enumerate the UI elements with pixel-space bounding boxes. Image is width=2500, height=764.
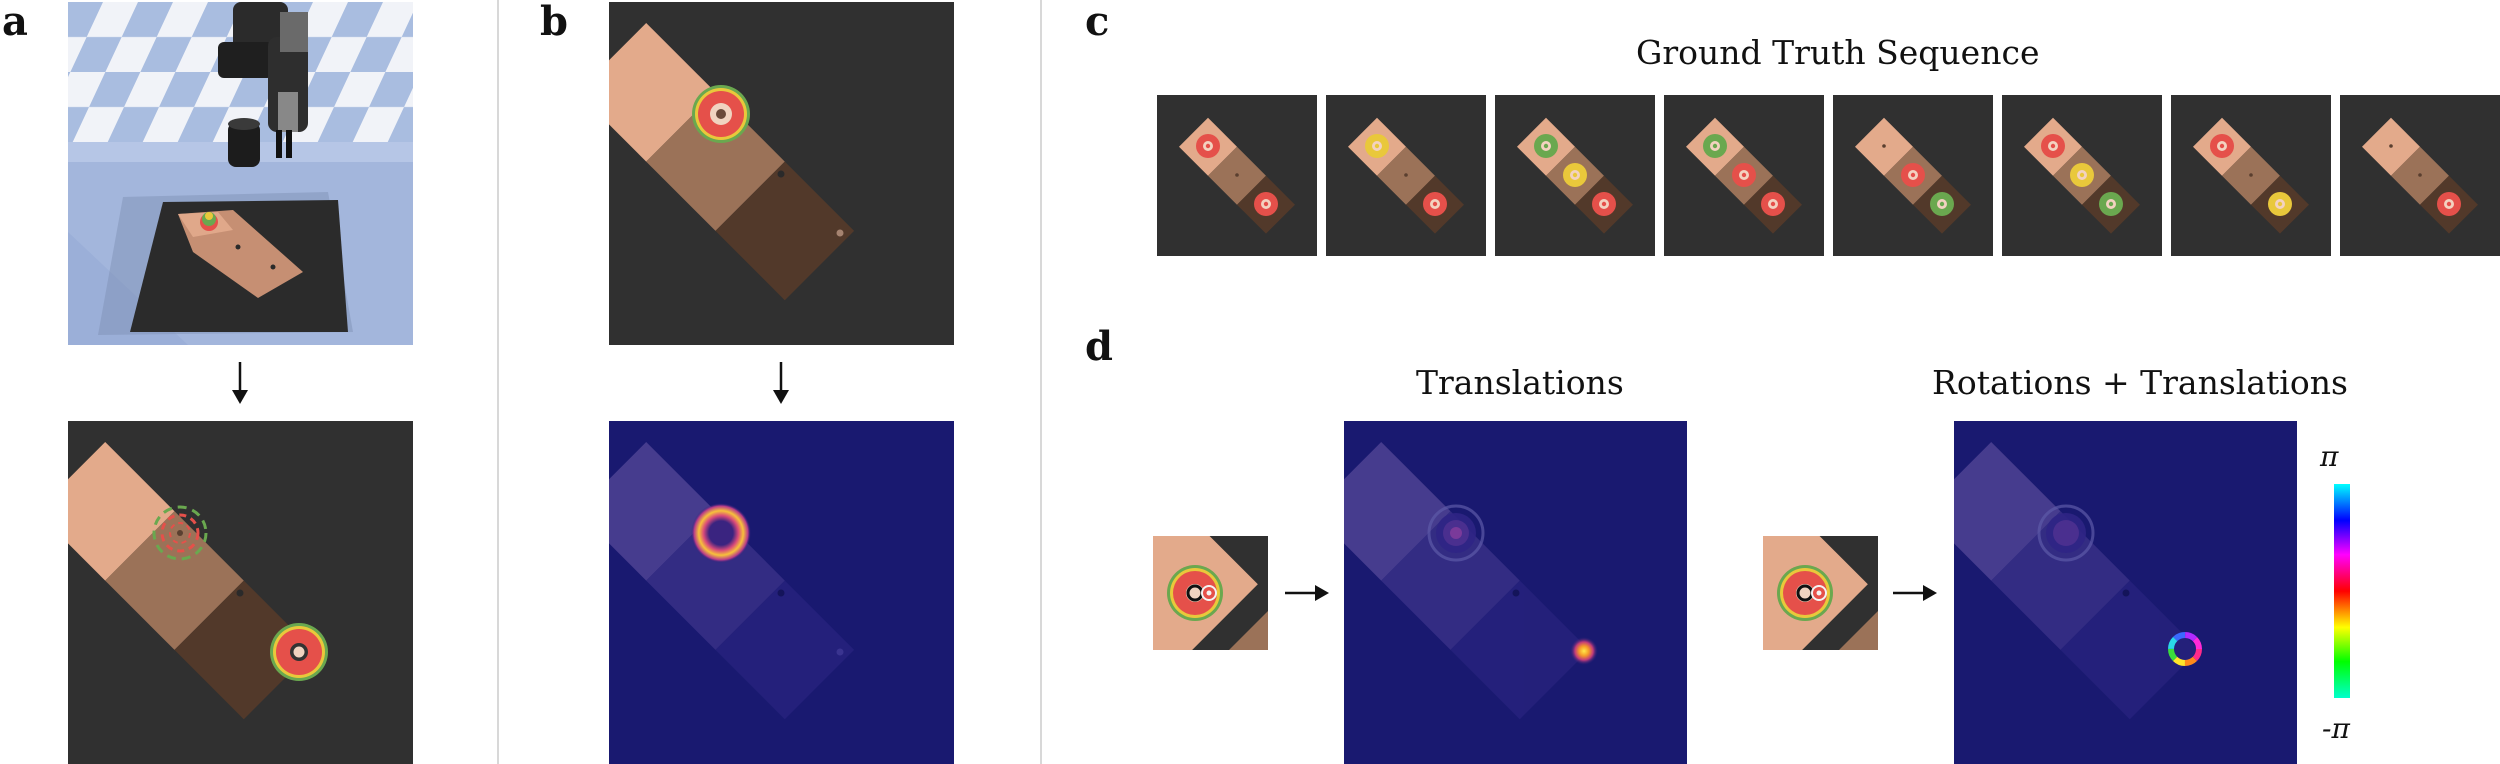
input-crop-image-translations xyxy=(1153,536,1268,650)
panel-label-a: a xyxy=(2,0,28,45)
separator-ab xyxy=(497,0,499,764)
panel-label-b: b xyxy=(540,0,568,45)
heatmap-image xyxy=(609,421,954,764)
rotations-translations-title: Rotations + Translations xyxy=(1932,363,2348,402)
sequence-frame xyxy=(1833,95,1993,256)
arrow-down-icon-a xyxy=(232,362,248,404)
separator-bc xyxy=(1040,0,1042,764)
rotation-heatmap-image xyxy=(1954,421,2297,764)
sequence-frame xyxy=(2171,95,2331,256)
colorbar-bottom-label: -π xyxy=(2322,712,2350,745)
panel-label-d: d xyxy=(1085,323,1113,370)
colorbar xyxy=(2334,484,2350,698)
sequence-frame xyxy=(2340,95,2500,256)
sequence-frame xyxy=(1157,95,1317,256)
sequence-frame xyxy=(1326,95,1486,256)
arrow-down-icon-b xyxy=(773,362,789,404)
arrow-right-icon-translations xyxy=(1285,585,1329,601)
input-crop-image-rotations xyxy=(1763,536,1878,650)
translation-heatmap-image xyxy=(1344,421,1687,764)
panel-label-c: c xyxy=(1085,0,1110,45)
translations-title: Translations xyxy=(1416,363,1624,402)
colorbar-top-label: π xyxy=(2320,440,2339,473)
sequence-frame xyxy=(2002,95,2162,256)
arrow-right-icon-rotations xyxy=(1893,585,1937,601)
sequence-frame xyxy=(1495,95,1655,256)
current-state-image xyxy=(609,2,954,345)
sequence-title: Ground Truth Sequence xyxy=(1636,33,2040,72)
sequence-frame xyxy=(1664,95,1824,256)
robot-scene-image xyxy=(68,2,413,345)
topdown-goal-image xyxy=(68,421,413,764)
